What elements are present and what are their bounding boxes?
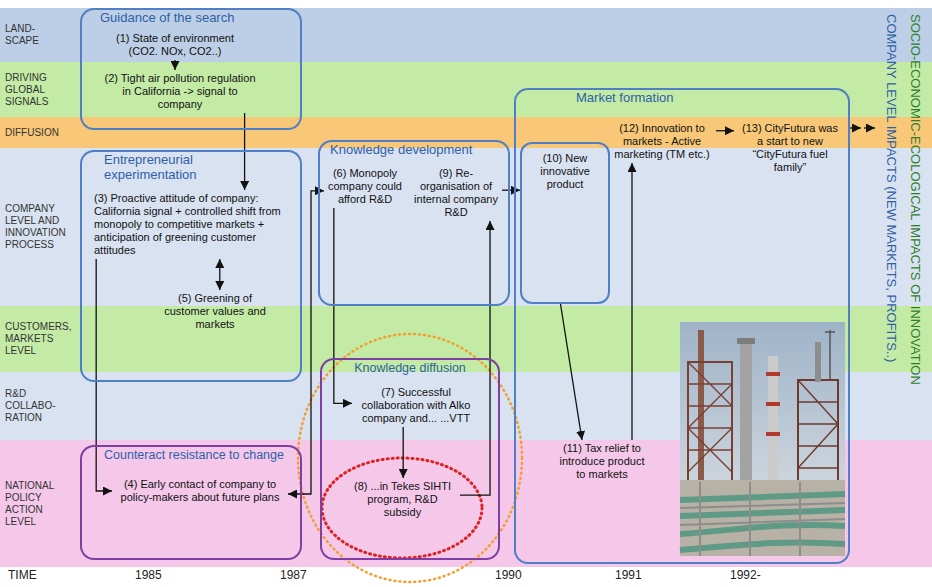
step-text: (2) Tight air pollution regulation in Ca… [95, 70, 265, 113]
step-node: (9) Re-organisation of internal company … [410, 165, 502, 221]
time-label: 1990 [495, 569, 522, 583]
function-group: Entrepreneurial experimentation (3) Proac… [80, 150, 302, 382]
function-group: Counteract resistance to change (4) Early… [80, 445, 302, 560]
ground [680, 480, 845, 556]
flow-arrow [631, 163, 632, 440]
function-group: Knowledge development (6) Monopoly compan… [318, 140, 510, 306]
group-heading: Knowledge development [330, 143, 505, 158]
step-text: (10) New innovative product [520, 142, 610, 193]
time-label-holder: TIME [8, 569, 37, 583]
band-label: CUSTOMERS, MARKETS LEVEL [0, 321, 72, 357]
group-heading: Market formation [576, 91, 776, 106]
photo-sky [680, 322, 845, 556]
flow-arrow [219, 259, 220, 290]
time-label-holder: 1987 [280, 569, 307, 583]
function-group: Knowledge diffusion (7) Successful collab… [320, 358, 500, 560]
column-ring [766, 402, 780, 406]
band-label: DIFFUSION [0, 127, 72, 139]
lattice-tower [798, 380, 838, 482]
impact-label: COMPANY LEVEL IMPACTS (NEW MARKETS, PROF… [883, 14, 898, 362]
step-node: (8) ...in Tekes SIHTI program, R&D subsi… [345, 478, 460, 521]
function-group: Guidance of the search (1) State of envir… [80, 8, 302, 130]
step-text: (9) Re-organisation of internal company … [410, 165, 502, 221]
time-label-holder: 1991 [615, 569, 642, 583]
lattice-beams [798, 380, 838, 468]
time-label: 1987 [280, 569, 307, 583]
time-label: TIME [8, 569, 37, 583]
step-node: (1) State of environment (CO2. NOx, CO2.… [100, 30, 250, 60]
step-node: (2) Tight air pollution regulation in Ca… [95, 70, 265, 113]
flow-arrow [403, 427, 404, 478]
time-label: 1985 [135, 569, 162, 583]
time-label-holder: 1992- [730, 569, 761, 583]
impact-arrow [864, 127, 875, 128]
group-heading: Knowledge diffusion [320, 361, 500, 375]
band-label: R&D COLLABO- RATION [0, 388, 60, 424]
step-node: (5) Greening of customer values and mark… [150, 290, 280, 333]
step-text: (4) Early contact of company to policy-m… [112, 476, 288, 506]
pipe-supports [680, 482, 845, 556]
step-text: (7) Successful collaboration with Alko c… [352, 384, 480, 427]
light-pole [825, 330, 835, 380]
flow-arrow [174, 60, 175, 70]
process-box: (10) New innovative product [520, 142, 610, 304]
step-text: (12) Innovation to markets - Active mark… [608, 120, 716, 163]
refinery-photo [680, 322, 845, 556]
step-node: (13) CityFutura was a start to new “City… [734, 120, 846, 176]
time-label: 1992- [730, 569, 761, 583]
time-label-holder: 1985 [135, 569, 162, 583]
step-node: (4) Early contact of company to policy-m… [112, 476, 288, 506]
band-label: COMPANY LEVEL AND INNOVATION PROCESS [0, 203, 74, 251]
group-heading: Counteract resistance to change [104, 448, 300, 462]
impact-arrow [850, 127, 861, 128]
flow-arrow [244, 113, 245, 190]
flow-arrow [716, 130, 734, 131]
column-cap [737, 338, 755, 344]
band-label: DRIVING GLOBAL SIGNALS [0, 72, 72, 108]
time-label: 1991 [615, 569, 642, 583]
band-label: NATIONAL POLICY ACTION LEVEL [0, 480, 72, 528]
function-group: Market formation (10) New innovative prod… [514, 88, 850, 564]
column-ring [766, 372, 780, 376]
time-label-holder: 1990 [495, 569, 522, 583]
impact-label: SOCIO-ECONOMIC-ECOLOGICAL IMPACTS OF INN… [907, 14, 922, 385]
step-text: (11) Tax relief to introduce product to … [552, 440, 652, 483]
group-heading: Guidance of the search [100, 11, 290, 26]
step-text: (3) Proactive attitude of company: Calif… [90, 190, 296, 259]
step-text: (13) CityFutura was a start to new “City… [734, 120, 846, 176]
flow-arrow [502, 190, 520, 191]
impact-label-holder: SOCIO-ECONOMIC-ECOLOGICAL IMPACTS OF INN… [907, 14, 922, 385]
step-node: (12) Innovation to markets - Active mark… [608, 120, 716, 163]
step-text: (5) Greening of customer values and mark… [150, 290, 280, 333]
lattice-beams [688, 362, 732, 472]
step-node: (3) Proactive attitude of company: Calif… [90, 190, 296, 259]
band-label: LAND- SCAPE [0, 23, 40, 47]
group-heading: Entrepreneurial experimentation [104, 153, 234, 183]
column-ring [766, 432, 780, 436]
stack [815, 342, 821, 382]
step-text: (8) ...in Tekes SIHTI program, R&D subsi… [345, 478, 460, 521]
step-node: (6) Monopoly company could afford R&D [324, 165, 406, 208]
lattice-tower [688, 362, 732, 482]
step-node: (11) Tax relief to introduce product to … [552, 440, 652, 483]
step-node: (7) Successful collaboration with Alko c… [352, 384, 480, 427]
process-column [740, 342, 752, 482]
impact-label-holder: COMPANY LEVEL IMPACTS (NEW MARKETS, PROF… [883, 14, 898, 362]
step-text: (1) State of environment (CO2. NOx, CO2.… [100, 30, 250, 60]
step-text: (6) Monopoly company could afford R&D [324, 165, 406, 208]
